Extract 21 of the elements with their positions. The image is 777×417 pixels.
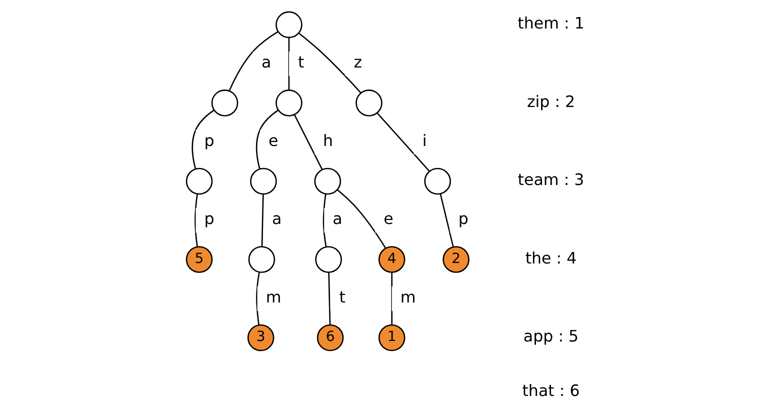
edge-label: m [400, 288, 416, 307]
edge-label: p [204, 209, 214, 228]
edge-label: t [338, 288, 345, 307]
edge-label: z [353, 52, 362, 72]
edge-label: m [265, 288, 281, 307]
edge-label: t [297, 52, 304, 72]
label: zip : 2 [526, 92, 575, 111]
edge-label: e [383, 209, 393, 228]
label: team : 3 [517, 170, 584, 190]
label: app : 5 [522, 326, 578, 346]
label: the : 4 [524, 248, 576, 268]
edge-label: i [422, 130, 426, 150]
edge-label: p [204, 130, 214, 150]
label: that : 6 [522, 381, 580, 400]
edge-label: e [268, 130, 278, 150]
edge-label: h [322, 130, 333, 150]
edge-label: a [260, 52, 271, 72]
edge-label: a [332, 209, 342, 228]
edge-label: a [272, 209, 282, 228]
label: them : 1 [517, 14, 584, 33]
edge-label: p [458, 209, 468, 228]
